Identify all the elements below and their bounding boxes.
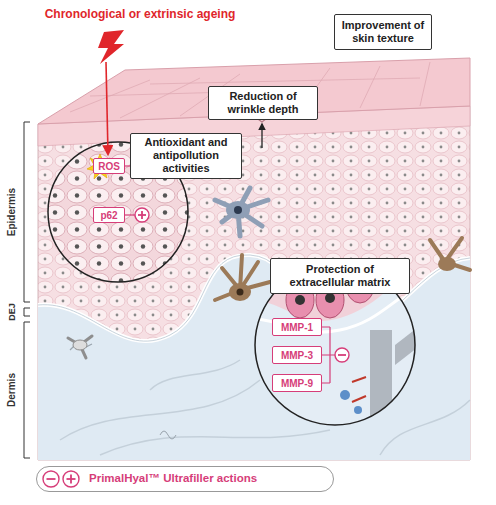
node-text: p62 — [100, 210, 117, 221]
marker-box: ROS — [93, 158, 125, 174]
node-text: MMP-3 — [281, 350, 313, 361]
node-text: Improvement of skin texture — [339, 19, 427, 45]
legend-box: PrimalHyal™ Ultrafiller actions — [36, 466, 334, 492]
marker-box: MMP-3 — [272, 346, 322, 364]
node-text: Reduction of wrinkle depth — [213, 90, 313, 116]
node-text: Antioxidant and antipollution activities — [135, 136, 237, 176]
node-text: ROS — [98, 161, 120, 172]
layer-label: DEJ — [5, 297, 19, 327]
marker-box: p62 — [93, 207, 125, 223]
ageing-label: Chronological or extrinsic ageing — [30, 6, 250, 22]
callout-box: Antioxidant and antipollution activities — [130, 133, 242, 179]
node-text: MMP-1 — [281, 322, 313, 333]
marker-box: MMP-1 — [272, 318, 322, 336]
callout-box: Protection of extracellular matrix — [270, 258, 410, 294]
layer-label: Dermis — [5, 345, 19, 435]
legend-text: PrimalHyal™ Ultrafiller actions — [89, 472, 257, 484]
legend-symbols — [39, 467, 89, 491]
callout-box: Reduction of wrinkle depth — [208, 86, 318, 120]
node-text: MMP-9 — [281, 378, 313, 389]
callout-box: Improvement of skin texture — [334, 14, 432, 50]
marker-box: MMP-9 — [272, 374, 322, 392]
node-text: Protection of extracellular matrix — [275, 263, 405, 289]
layer-label: Epidermis — [5, 167, 19, 257]
